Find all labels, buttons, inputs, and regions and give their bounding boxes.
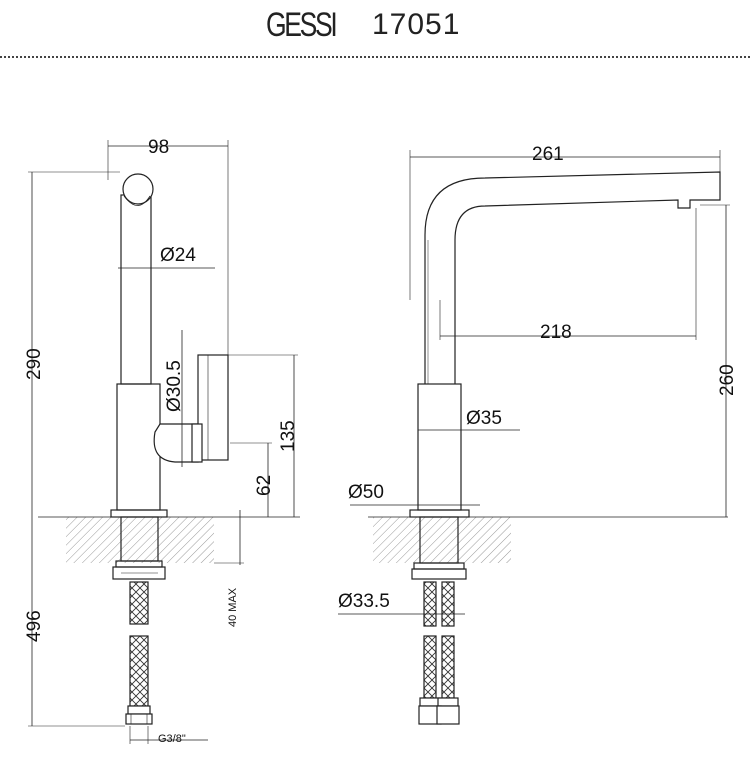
front-hose-lower [129, 635, 149, 707]
header: GESSI 17051 [0, 0, 750, 58]
model-number: 17051 [372, 8, 461, 41]
dim-thread: G3/8" [158, 733, 186, 745]
front-spout-tube [120, 194, 152, 385]
dim-below-deck: 496 [24, 610, 45, 642]
front-deck-hatch [66, 517, 214, 563]
side-view [338, 150, 730, 725]
dim-dia-base: Ø50 [348, 482, 384, 503]
dim-dia-shank: Ø33.5 [338, 591, 390, 612]
side-body [417, 383, 462, 511]
side-flange [409, 509, 470, 518]
dim-height-lever: 62 [254, 475, 275, 496]
front-lever-hub [153, 423, 199, 463]
front-hose-upper [129, 581, 149, 625]
dim-width-top: 98 [148, 137, 169, 158]
front-view [28, 140, 300, 744]
side-hose-b [441, 581, 455, 627]
dim-height-total: 290 [24, 348, 45, 380]
dim-height-handle: 135 [278, 420, 299, 452]
front-body [116, 383, 161, 511]
header-divider [0, 56, 750, 58]
dim-height-spout: 260 [717, 364, 738, 396]
dim-dia-body: Ø35 [466, 408, 502, 429]
dim-dia-spout: Ø24 [160, 245, 196, 266]
side-hose-a [423, 581, 437, 627]
dim-dia-handle: Ø30.5 [164, 360, 185, 412]
dim-max-deck: 40 MAX [227, 587, 239, 627]
front-flange [110, 509, 168, 518]
dim-reach-spout: 218 [540, 322, 572, 343]
brand-logo: GESSI [266, 6, 338, 44]
side-deck-hatch [373, 517, 511, 563]
front-lever [197, 354, 229, 461]
front-spout-top [122, 173, 154, 205]
dim-reach-total: 261 [532, 144, 564, 165]
side-spout [424, 171, 721, 384]
